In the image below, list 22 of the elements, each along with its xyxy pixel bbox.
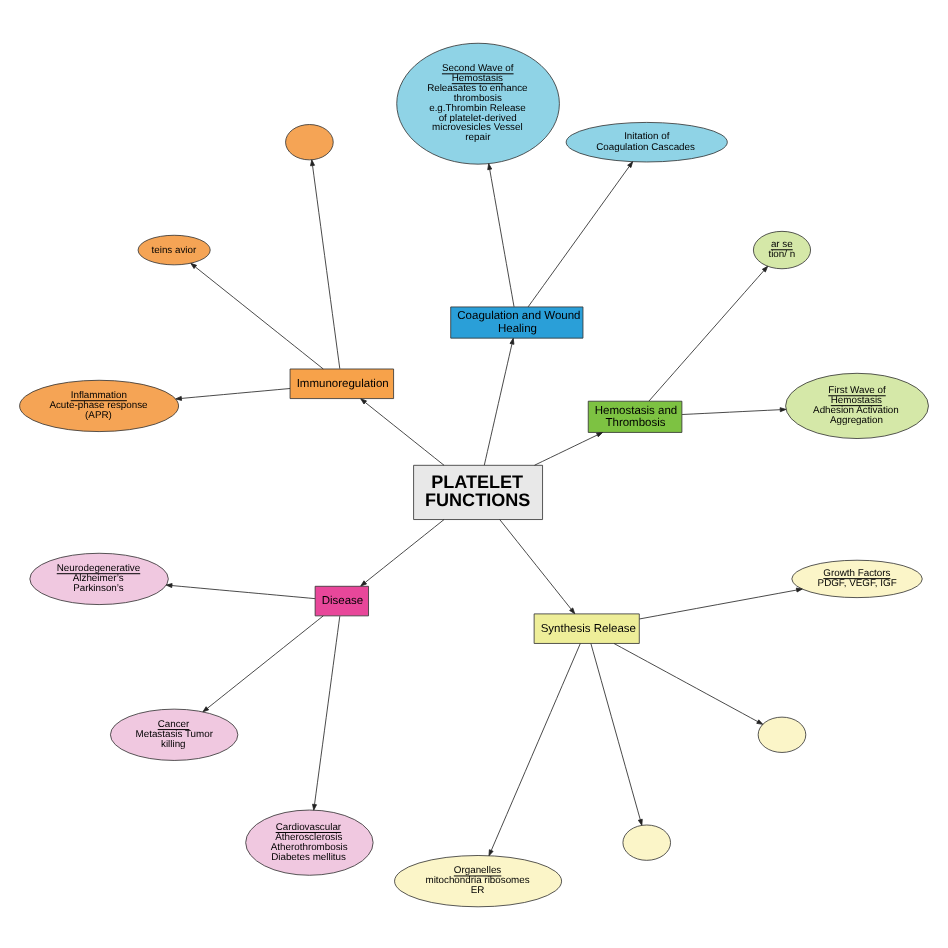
node-circle — [622, 823, 671, 860]
arrow — [483, 336, 515, 465]
arrow — [648, 264, 769, 401]
node-box: PLATELET FUNCTIONS — [413, 463, 543, 519]
arrow — [360, 397, 445, 465]
arrow — [312, 614, 341, 810]
arrow — [534, 431, 603, 465]
arrow — [590, 642, 643, 825]
arrow — [487, 162, 515, 307]
arrow — [681, 406, 787, 414]
arrow — [175, 387, 291, 400]
arrow — [488, 642, 581, 856]
arrow — [165, 582, 316, 599]
arrow — [360, 518, 445, 586]
arrow — [527, 160, 634, 307]
arrow — [613, 642, 764, 724]
arrow — [499, 518, 576, 614]
arrow — [190, 261, 324, 369]
node-circle — [285, 123, 334, 160]
arrow — [202, 614, 324, 712]
arrow — [310, 158, 341, 369]
arrow — [639, 586, 803, 619]
